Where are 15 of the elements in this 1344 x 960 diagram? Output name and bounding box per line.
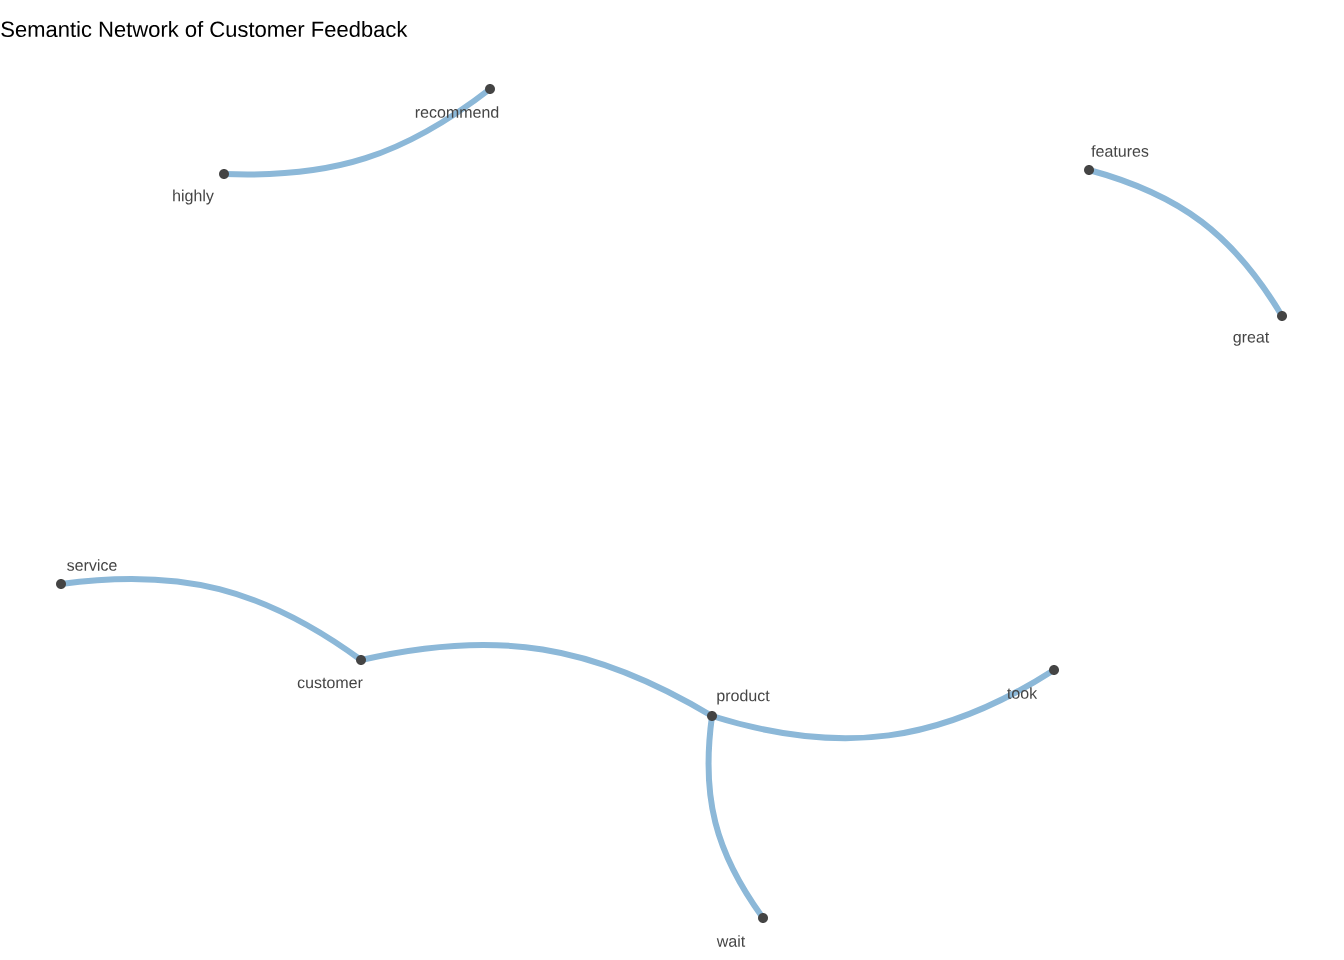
node-label: service <box>67 559 117 571</box>
word-node: customer <box>297 655 366 689</box>
word-node: product <box>707 689 770 721</box>
title: Semantic Network of Customer Feedback <box>1 20 408 38</box>
word-node: wait <box>716 913 768 947</box>
word-node: great <box>1233 311 1287 346</box>
word-node: highly <box>173 169 229 205</box>
word-node: features <box>1084 145 1149 175</box>
node-label: features <box>1091 145 1149 157</box>
word-node: service <box>56 559 117 589</box>
node-label: product <box>717 689 770 705</box>
node-label: highly <box>173 189 214 205</box>
node-label: great <box>1233 332 1270 346</box>
node-label: customer <box>297 677 363 689</box>
node-label: wait <box>716 935 746 947</box>
